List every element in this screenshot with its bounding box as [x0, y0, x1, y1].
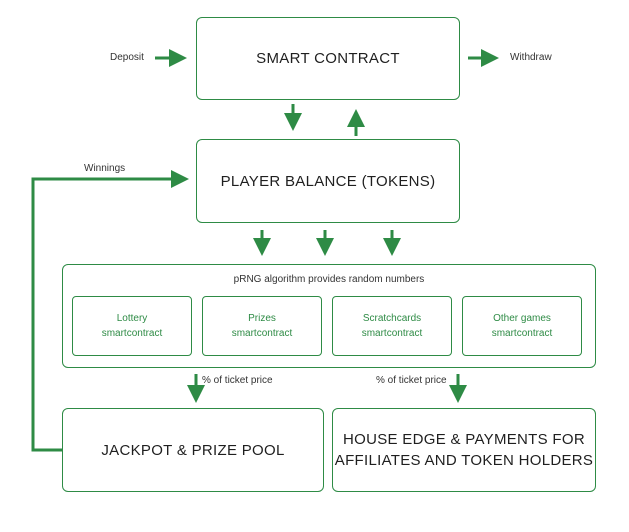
- deposit-label: Deposit: [110, 52, 144, 63]
- house-edge-line-1: HOUSE EDGE & PAYMENTS FOR: [343, 431, 585, 448]
- lottery-sublabel: smartcontract: [101, 328, 163, 339]
- winnings-arrow: [31, 170, 189, 452]
- player-balance-title: PLAYER BALANCE (TOKENS): [220, 172, 436, 190]
- other-games-smartcontract: Other games smartcontract: [462, 296, 582, 356]
- lottery-smartcontract: Lottery smartcontract: [72, 296, 192, 356]
- scratchcards-sublabel: smartcontract: [361, 328, 423, 339]
- other-games-sublabel: smartcontract: [491, 328, 553, 339]
- jackpot-title: JACKPOT & PRIZE POOL: [101, 441, 285, 459]
- right-ticket-price-label: % of ticket price: [376, 375, 447, 386]
- scratchcards-label: Scratchcards: [362, 313, 422, 324]
- lottery-label: Lottery: [116, 313, 148, 324]
- smart-contract-title: SMART CONTRACT: [256, 50, 400, 67]
- smart-contract-box: SMART CONTRACT: [196, 17, 460, 100]
- house-edge-line-2: AFFILIATES AND TOKEN HOLDERS: [334, 452, 594, 469]
- prizes-label: Prizes: [248, 313, 276, 324]
- left-ticket-price-label: % of ticket price: [202, 375, 273, 386]
- prng-container: pRNG algorithm provides random numbers L…: [62, 264, 596, 368]
- withdraw-label: Withdraw: [510, 52, 552, 63]
- winnings-label: Winnings: [84, 163, 126, 174]
- other-games-label: Other games: [493, 313, 551, 324]
- prizes-smartcontract: Prizes smartcontract: [202, 296, 322, 356]
- house-edge-box: HOUSE EDGE & PAYMENTS FOR AFFILIATES AND…: [332, 408, 596, 492]
- prng-title: pRNG algorithm provides random numbers: [233, 274, 425, 285]
- player-balance-box: PLAYER BALANCE (TOKENS): [196, 139, 460, 223]
- jackpot-prize-pool-box: JACKPOT & PRIZE POOL: [62, 408, 324, 492]
- scratchcards-smartcontract: Scratchcards smartcontract: [332, 296, 452, 356]
- prizes-sublabel: smartcontract: [231, 328, 293, 339]
